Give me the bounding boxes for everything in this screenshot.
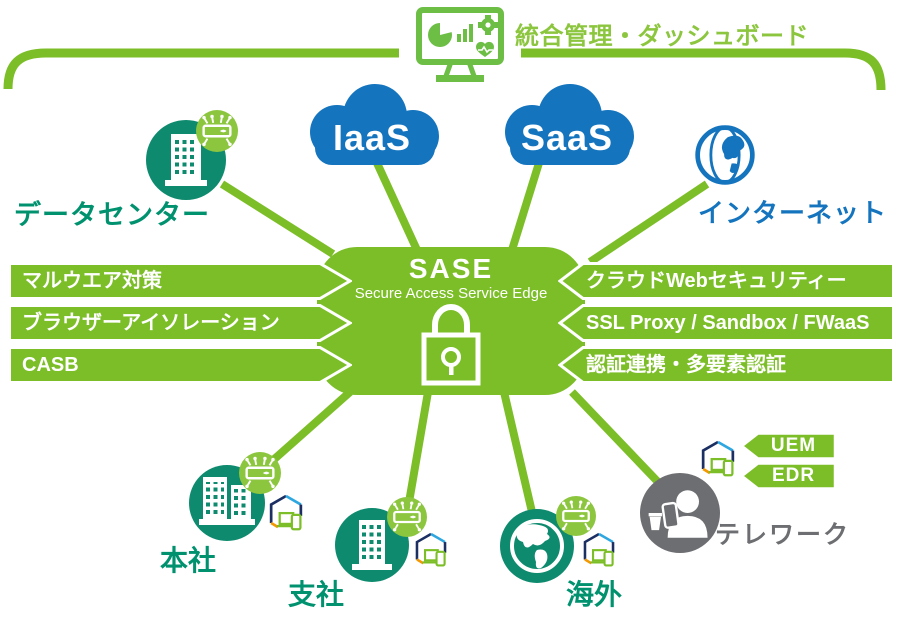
link-internet bbox=[587, 180, 710, 266]
cloud-icon bbox=[505, 84, 634, 165]
wireless-router-icon bbox=[196, 110, 238, 152]
left-arrow-shape bbox=[558, 346, 895, 384]
link-telework bbox=[569, 389, 661, 485]
feature-malware-protection: マルウエア対策 bbox=[8, 262, 352, 300]
feature-label: CASB bbox=[22, 354, 79, 376]
telework-label: テレワーク bbox=[715, 521, 851, 549]
link-iaas bbox=[367, 148, 421, 252]
saas-cloud: SaaS bbox=[492, 82, 642, 165]
feature-label: 認証連携・多要素認証 bbox=[586, 354, 786, 376]
secure-device-hexagon-icon bbox=[701, 440, 735, 477]
internet-globe-icon bbox=[692, 122, 758, 188]
uem-badge: UEM bbox=[740, 432, 837, 460]
branch-label: 支社 bbox=[288, 579, 345, 610]
dashboard-monitor-icon bbox=[416, 7, 504, 82]
wireless-router-icon bbox=[387, 497, 427, 537]
feature-label: マルウエア対策 bbox=[22, 270, 162, 292]
sase-core-box: SASE Secure Access Service Edge bbox=[317, 247, 585, 395]
iaas-label: IaaS bbox=[332, 116, 412, 158]
globe-icon bbox=[510, 519, 564, 573]
feature-auth-mfa: 認証連携・多要素認証 bbox=[558, 346, 895, 384]
left-arrow-shape bbox=[740, 462, 837, 490]
cloud-icon bbox=[310, 84, 439, 165]
teleworker-icon bbox=[648, 490, 708, 538]
right-arrow-shape bbox=[8, 262, 352, 300]
feature-browser-isolation: ブラウザーアイソレーション bbox=[8, 304, 352, 342]
left-arrow-shape bbox=[558, 262, 895, 300]
edr-label: EDR bbox=[771, 465, 816, 486]
hq-label: 本社 bbox=[160, 545, 217, 576]
feature-label: ブラウザーアイソレーション bbox=[22, 312, 280, 334]
radial-links bbox=[219, 148, 710, 513]
wireless-router-icon bbox=[239, 452, 281, 494]
feature-label: クラウドWebセキュリティー bbox=[586, 270, 847, 292]
link-branch bbox=[404, 391, 432, 509]
secure-device-hexagon-icon bbox=[583, 532, 615, 567]
uem-label: UEM bbox=[770, 435, 817, 456]
left-arrow-shape bbox=[558, 304, 895, 342]
feature-ssl-proxy-sandbox-fwaas: SSL Proxy / Sandbox / FWaaS bbox=[558, 304, 895, 342]
padlock-icon bbox=[421, 304, 481, 386]
link-saas bbox=[508, 148, 547, 252]
sase-subtitle: Secure Access Service Edge bbox=[354, 285, 548, 302]
dashboard-monitor-card bbox=[399, 2, 521, 86]
overseas-label: 海外 bbox=[566, 579, 623, 610]
right-arrow-shape bbox=[8, 304, 352, 342]
wireless-router-icon bbox=[556, 496, 596, 536]
link-overseas bbox=[500, 391, 536, 513]
feature-cloud-web-security: クラウドWebセキュリティー bbox=[558, 262, 895, 300]
left-arrow-shape bbox=[740, 432, 837, 460]
feature-casb: CASB bbox=[8, 346, 352, 384]
secure-device-hexagon-icon bbox=[269, 494, 303, 531]
saas-label: SaaS bbox=[520, 116, 614, 158]
feature-label: SSL Proxy / Sandbox / FWaaS bbox=[586, 312, 870, 334]
link-hq bbox=[259, 389, 353, 473]
link-datacenter bbox=[219, 180, 336, 258]
right-arrow-shape bbox=[8, 346, 352, 384]
secure-device-hexagon-icon bbox=[415, 532, 447, 567]
dashboard-title: 統合管理・ダッシュボード bbox=[515, 23, 809, 50]
iaas-cloud: IaaS bbox=[297, 82, 447, 165]
sase-title: SASE bbox=[408, 253, 494, 284]
datacenter-label: データセンター bbox=[14, 200, 210, 230]
internet-label: インターネット bbox=[698, 198, 888, 228]
telework-node bbox=[640, 473, 720, 553]
edr-badge: EDR bbox=[740, 462, 837, 490]
